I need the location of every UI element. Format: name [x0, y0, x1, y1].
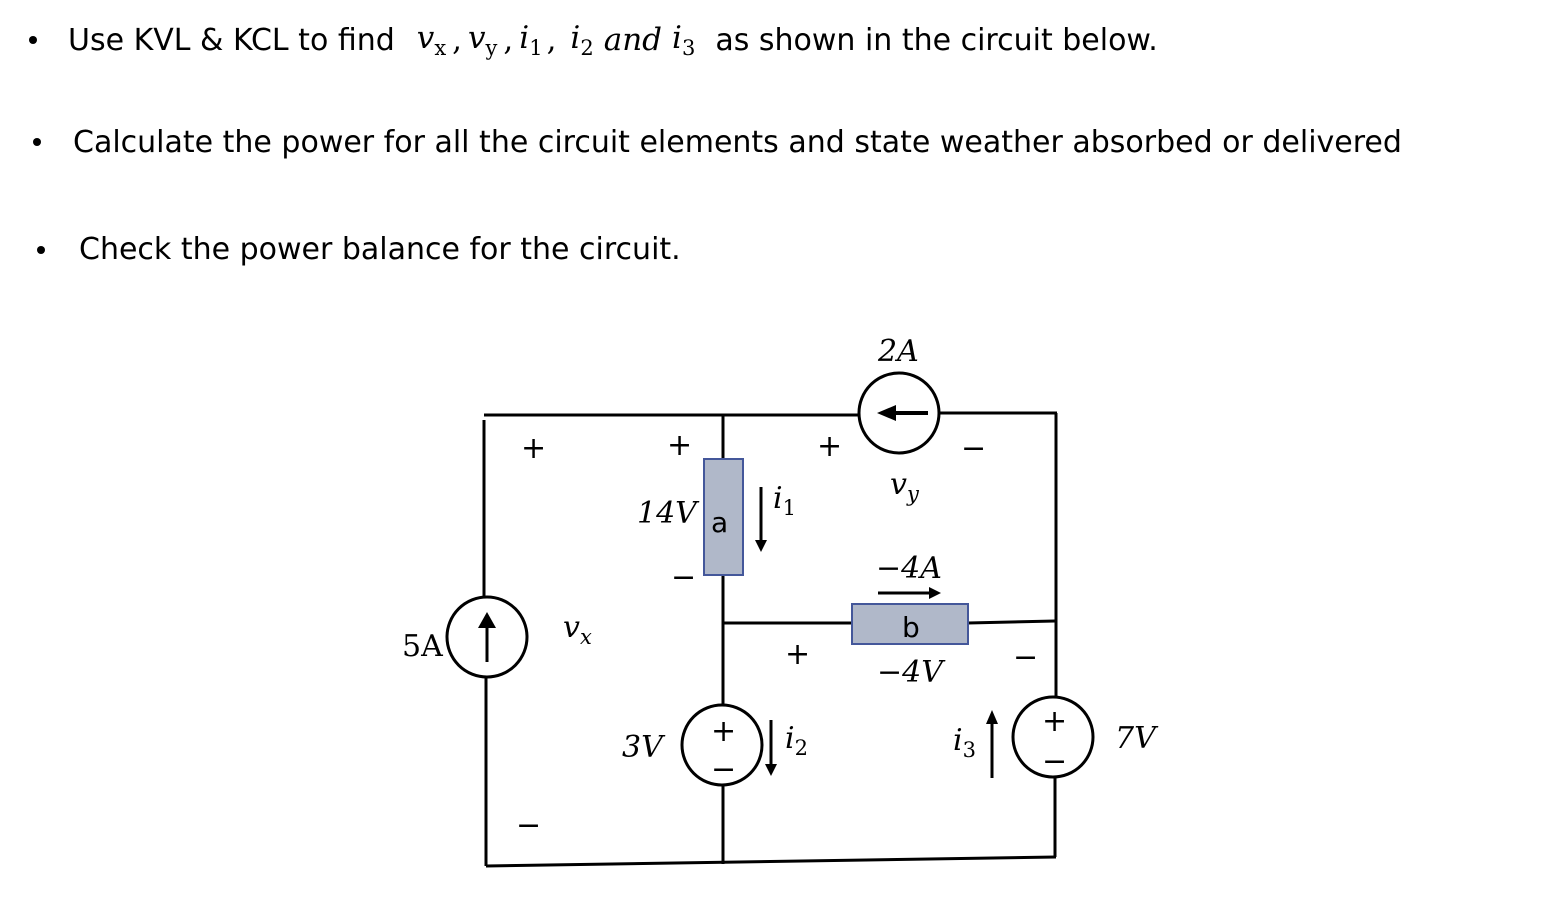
vy-label: vy [890, 467, 920, 506]
element-b-name: b [902, 611, 920, 644]
vx-minus: − [516, 808, 541, 843]
elem-b-voltage: −4V [877, 655, 946, 690]
bullet-2: Calculate the power for all the circuit … [73, 120, 1402, 164]
bullet-3: Check the power balance for the circuit. [79, 227, 681, 271]
i3-arrow [986, 710, 998, 778]
vx-label: vx [563, 610, 592, 649]
vy-minus: − [961, 431, 986, 466]
elem-a-voltage: 14V [637, 496, 700, 531]
i1-label: i1 [773, 481, 796, 520]
math-vy: vy [468, 20, 498, 60]
element-a [703, 458, 744, 576]
bullet-1: Use KVL & KCL to find vx , vy , i1 , i2 … [68, 20, 1158, 60]
bullet-dot-2 [33, 138, 41, 146]
elem-b-plus: + [785, 637, 810, 672]
bullet-dot-3 [37, 246, 45, 254]
math-vx: vx [416, 20, 447, 60]
math-and: and [603, 22, 663, 58]
vy-plus: + [817, 429, 842, 464]
elem-b-minus: − [1013, 640, 1038, 675]
source-7V-plus: + [1042, 704, 1067, 739]
vx-plus: + [521, 431, 546, 466]
i3-label: i3 [953, 723, 976, 762]
element-b [851, 603, 969, 645]
source-7V-minus: − [1042, 744, 1067, 779]
i2-label: i2 [785, 721, 808, 760]
current-source-2A [857, 371, 941, 455]
elem-b-current-arrow [878, 587, 941, 599]
math-i2: i2 [570, 20, 594, 60]
source-3V-minus: − [711, 752, 736, 787]
voltage-source-7V [1011, 695, 1095, 779]
wires [482, 411, 1058, 868]
bullet-3-text: Check the power balance for the circuit. [79, 231, 681, 267]
label-2A: 2A [877, 334, 919, 369]
voltage-source-3V [680, 703, 764, 787]
math-i1: i1 [519, 20, 543, 60]
elem-a-minus: − [671, 560, 696, 595]
math-i3: i3 [672, 20, 696, 60]
label-5A: 5A [402, 629, 443, 664]
elem-a-plus: + [667, 428, 692, 463]
bullet-1-suffix: as shown in the circuit below. [715, 22, 1158, 58]
element-a-name: a [711, 506, 728, 539]
current-source-5A [445, 595, 529, 679]
bullet-1-prefix: Use KVL & KCL to find [68, 22, 395, 58]
elem-b-current: −4A [876, 551, 942, 586]
i1-arrow [755, 487, 767, 552]
bullet-dot-1 [29, 36, 37, 44]
bullet-2-text: Calculate the power for all the circuit … [73, 124, 1402, 160]
source-3V-plus: + [711, 714, 736, 749]
i2-arrow [765, 720, 777, 776]
label-3V: 3V [622, 730, 666, 765]
label-7V: 7V [1115, 721, 1159, 756]
